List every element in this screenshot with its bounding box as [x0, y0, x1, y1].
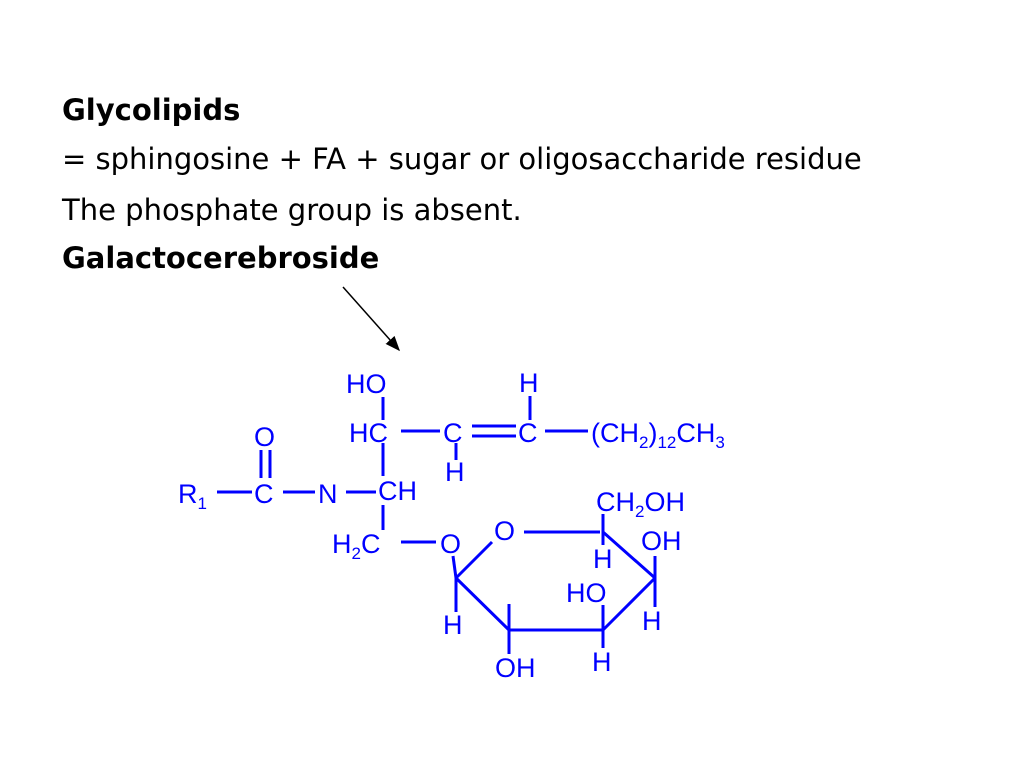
galactocerebroside-label: Galactocerebroside	[62, 241, 380, 275]
slide-heading: Glycolipids	[62, 93, 241, 127]
bond-c2-c1	[454, 576, 511, 632]
atom-o-carbonyl: O	[254, 422, 275, 452]
atom-o-link: O	[440, 529, 461, 559]
bond-c5-c4	[602, 530, 656, 580]
atom-ch: CH	[378, 476, 417, 506]
bond-link-o-c1	[451, 555, 458, 579]
atom-labels: HO HC C H H C (CH2)12CH3 O R1 C N CH H2C…	[178, 368, 725, 683]
atom-h-c1: H	[443, 610, 463, 640]
pointer-arrow	[342, 286, 400, 352]
definition-line: = sphingosine + FA + sugar or oligosacch…	[62, 142, 862, 176]
atom-n: N	[318, 479, 338, 509]
atom-h-c3: H	[592, 647, 612, 677]
atom-hc: HC	[349, 418, 388, 448]
atom-c-mid: C	[443, 418, 463, 448]
atom-h2c: H2C	[332, 529, 380, 563]
atom-o-ring: O	[494, 516, 515, 546]
bond-c4-c3	[601, 576, 657, 632]
atom-ch2oh: CH2OH	[596, 487, 685, 521]
phosphate-note: The phosphate group is absent.	[62, 193, 522, 227]
amide-bonds	[217, 450, 436, 544]
atom-h-c5: H	[593, 544, 613, 574]
atom-c-right: C	[518, 418, 538, 448]
atom-c-amide: C	[254, 479, 274, 509]
sphingosine-bonds	[381, 396, 588, 476]
atom-h-below: H	[445, 457, 465, 487]
chain-formula: (CH2)12CH3	[591, 418, 725, 452]
sugar-ring-bonds	[451, 514, 657, 654]
atom-oh-c2: OH	[495, 653, 536, 683]
atom-ho-top: HO	[346, 369, 387, 399]
atom-oh-c4: OH	[641, 526, 682, 556]
atom-h-c4: H	[642, 606, 662, 636]
atom-h-top: H	[519, 368, 539, 398]
atom-ho-c3: HO	[566, 578, 607, 608]
atom-r1: R1	[178, 479, 207, 513]
bond-c1-ring-o	[454, 540, 494, 580]
